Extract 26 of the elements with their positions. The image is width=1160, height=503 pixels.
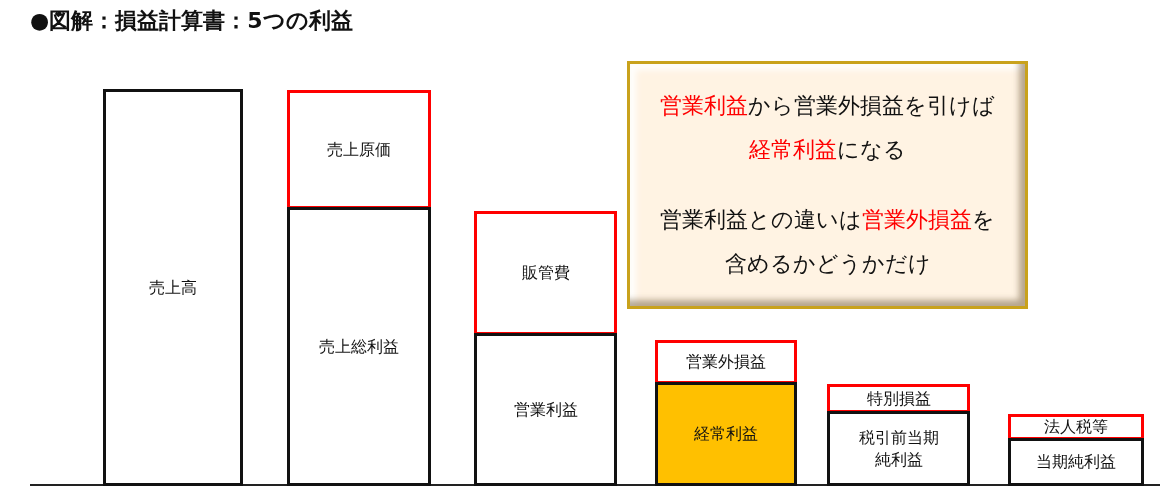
block-label: 当期純利益 — [1036, 451, 1116, 473]
callout-box — [627, 61, 1028, 309]
stacked-block — [1008, 438, 1144, 486]
stacked-block — [287, 207, 431, 486]
stacked-block — [827, 411, 970, 486]
stacked-block — [103, 89, 243, 486]
stacked-block — [287, 90, 431, 209]
stacked-block — [474, 211, 617, 335]
block-label: 営業利益 — [513, 398, 578, 421]
block-label: 税引前当期純利益 — [857, 426, 940, 471]
stacked-block — [827, 384, 970, 413]
block-label: 売上総利益 — [319, 335, 399, 358]
block-label: 法人税等 — [1044, 416, 1108, 438]
callout-text: 営業利益との違いは営業外損益を含めるかどうかだけ — [659, 206, 996, 278]
stacked-block — [655, 340, 797, 384]
stacked-block — [1008, 414, 1144, 440]
block-label: 売上原価 — [327, 138, 391, 161]
block-label: 経常利益 — [694, 423, 758, 445]
title: ●図解：損益計算書：5つの利益 — [30, 7, 353, 35]
block-label: 販管費 — [521, 262, 570, 284]
block-label: 特別損益 — [866, 387, 931, 410]
callout-text: 営業利益から営業外損益を引けば経常利益になる — [659, 92, 996, 164]
block-label: 営業外損益 — [686, 351, 766, 373]
block-label: 売上高 — [149, 276, 197, 299]
stacked-block — [474, 333, 617, 486]
stacked-block — [655, 382, 797, 486]
